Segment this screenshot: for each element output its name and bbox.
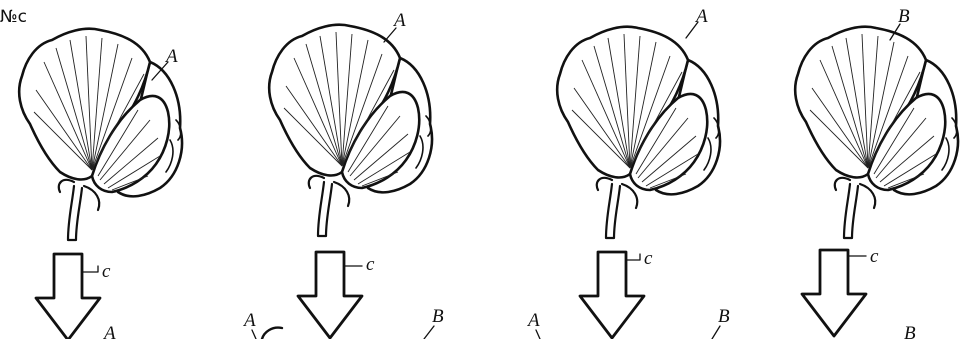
arrow-leader-3 bbox=[626, 254, 640, 260]
bottom-label-1a: A bbox=[102, 323, 116, 339]
arrow-label-3: c bbox=[644, 248, 653, 269]
flower-drawing-3 bbox=[557, 27, 720, 238]
arrow-label-2: c bbox=[366, 254, 375, 275]
bottom-label-3a: A bbox=[526, 310, 540, 331]
flower-drawing-2 bbox=[269, 25, 432, 236]
arrow-leader-1 bbox=[82, 266, 98, 272]
flower-drawing-4 bbox=[795, 27, 958, 238]
bottom-label-3b: B bbox=[718, 306, 730, 327]
bottom-leader-3a bbox=[536, 330, 540, 339]
corner-mark: №c bbox=[0, 7, 27, 27]
arrow-label-1: c bbox=[102, 261, 111, 282]
top-label-4: B bbox=[898, 6, 910, 27]
bottom-leader-2b bbox=[424, 326, 434, 339]
arrow-label-4: c bbox=[870, 246, 879, 267]
flower-drawing-1 bbox=[19, 29, 182, 240]
top-label-2: A bbox=[392, 10, 406, 31]
partial-petal-2 bbox=[262, 328, 282, 339]
bottom-leader-2a bbox=[252, 330, 256, 339]
top-label-1: A bbox=[164, 46, 178, 67]
bottom-label-2b: B bbox=[432, 306, 444, 327]
bottom-leader-3b bbox=[712, 326, 720, 339]
arrow-2 bbox=[298, 252, 362, 338]
bottom-label-2a: A bbox=[242, 310, 256, 331]
arrow-4 bbox=[802, 250, 866, 336]
arrow-3 bbox=[580, 252, 644, 338]
top-label-3: A bbox=[694, 6, 708, 27]
arrow-1 bbox=[36, 254, 100, 339]
bottom-label-4a: B bbox=[904, 323, 916, 339]
